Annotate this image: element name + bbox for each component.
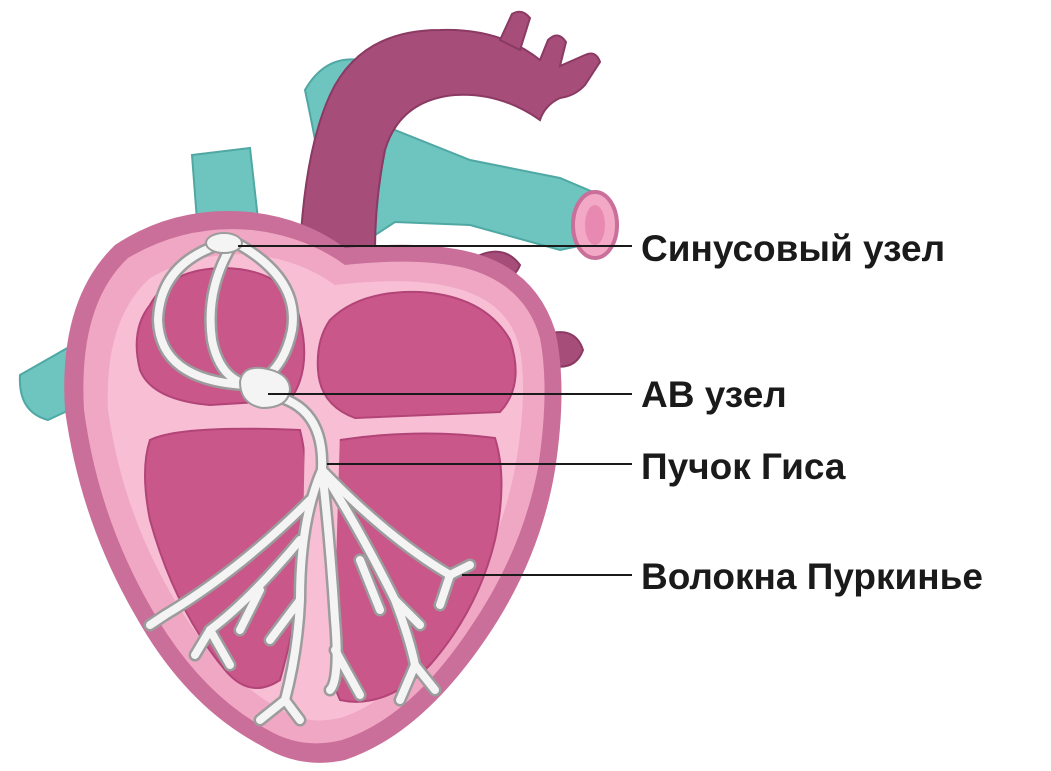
label-purkinje-fibers: Волокна Пуркинье bbox=[641, 558, 983, 595]
sa-node bbox=[206, 233, 242, 253]
label-sa-node: Синусовый узел bbox=[641, 230, 945, 267]
label-av-node: АВ узел bbox=[641, 376, 787, 413]
label-bundle-of-his: Пучок Гиса bbox=[641, 448, 845, 485]
